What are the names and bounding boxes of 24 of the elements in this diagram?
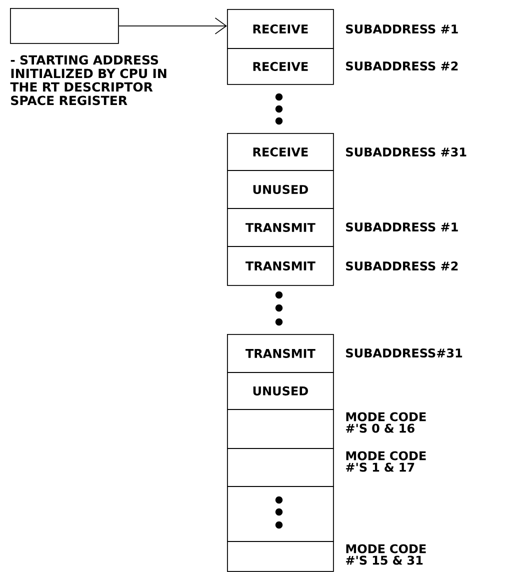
memory-cell: TRANSMIT <box>227 246 334 286</box>
cell-label: SUBADDRESS #1 <box>346 24 458 34</box>
note-text: - STARTING ADDRESS INITIALIZED BY CPU IN THE RT DESCRIPTOR SPACE REGISTER <box>10 55 166 106</box>
memory-cell <box>227 448 334 487</box>
cell-label: SUBADDRESS#31 <box>346 348 462 358</box>
memory-cell <box>227 541 334 572</box>
cell-label: SUBADDRESS #1 <box>346 222 458 232</box>
memory-cell <box>227 409 334 449</box>
register-box <box>10 8 119 44</box>
cell-label: SUBADDRESS #31 <box>346 147 466 157</box>
memory-cell: RECEIVE <box>227 133 334 171</box>
cell-label: SUBADDRESS #2 <box>346 61 458 71</box>
memory-cell: UNUSED <box>227 170 334 209</box>
memory-cell: TRANSMIT <box>227 208 334 247</box>
memory-cell: RECEIVE <box>227 48 334 85</box>
memory-cell: UNUSED <box>227 372 334 410</box>
cell-label: MODE CODE #'S 15 & 31 <box>346 544 426 565</box>
memory-cell <box>227 486 334 542</box>
memory-cell: RECEIVE <box>227 9 334 49</box>
memory-cell: TRANSMIT <box>227 334 334 373</box>
cell-label: SUBADDRESS #2 <box>346 261 458 271</box>
cell-label: MODE CODE #'S 0 & 16 <box>346 412 426 433</box>
cell-label: MODE CODE #'S 1 & 17 <box>346 451 426 472</box>
arrow <box>118 18 227 34</box>
